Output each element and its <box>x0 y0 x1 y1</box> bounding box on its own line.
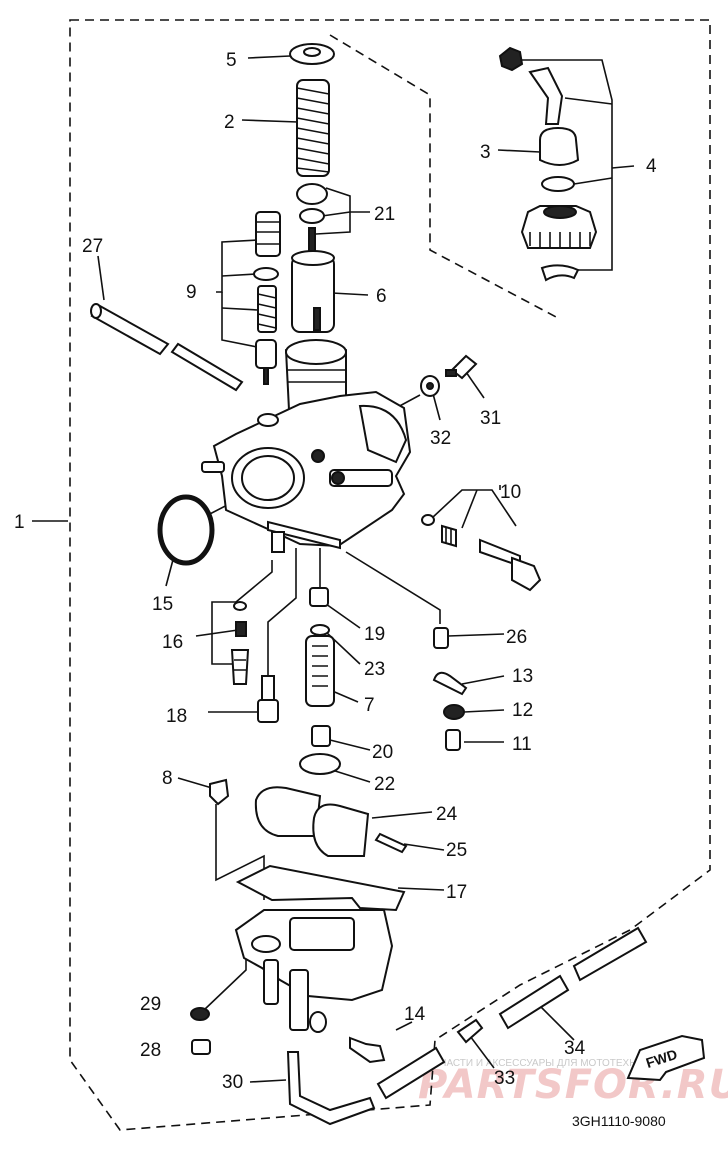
valve-seat-washer <box>443 704 465 720</box>
part-label-17: 17 <box>446 882 467 903</box>
adjust-screw <box>445 354 478 380</box>
drawing-code: 3GH1110-9080 <box>572 1113 666 1129</box>
part-label-12: 12 <box>512 700 533 721</box>
part-label-25: 25 <box>446 840 467 861</box>
float-bowl <box>234 909 394 1033</box>
float-valve <box>433 627 449 649</box>
o-ring <box>157 494 215 566</box>
assembly-boundary <box>69 19 711 1131</box>
drain-plug <box>191 1039 211 1055</box>
valve-clip <box>432 671 468 696</box>
part-label-14: 14 <box>404 1004 426 1025</box>
part-label-11: 11 <box>512 734 532 755</box>
pilot-air-screw <box>257 675 279 723</box>
part-label-22: 22 <box>374 774 395 795</box>
part-label-18: 18 <box>166 706 187 727</box>
top-cap-assembly <box>498 46 598 282</box>
part-label-19: 19 <box>364 624 385 645</box>
part-label-7: 7 <box>364 695 375 716</box>
part-label-21: 21 <box>374 204 395 225</box>
part-label-3: 3 <box>480 142 491 163</box>
float <box>254 786 370 857</box>
pilot-screw <box>421 514 542 592</box>
float-bowl-gasket <box>235 864 406 912</box>
part-label-33: 33 <box>494 1068 515 1089</box>
carburetor-body <box>201 339 412 553</box>
part-label-13: 13 <box>512 666 533 687</box>
part-label-34: 34 <box>564 1038 586 1059</box>
overflow-hose <box>376 926 648 1100</box>
throttle-valve <box>291 250 335 333</box>
drain-washer <box>190 1007 210 1021</box>
part-label-20: 20 <box>372 742 393 763</box>
part-label-30: 30 <box>222 1072 243 1093</box>
part-label-26: 26 <box>506 627 527 648</box>
part-label-5: 5 <box>226 50 237 71</box>
vent-pipe <box>90 303 244 392</box>
float-pin <box>374 832 408 854</box>
valve-seat-screw <box>445 729 461 751</box>
watermark-brand: PARTSFOR.RU <box>418 1062 728 1108</box>
starter-plunger <box>253 211 281 385</box>
main-jet-washer <box>299 753 341 775</box>
part-label-9: 9 <box>186 282 197 303</box>
part-label-32: 32 <box>430 428 451 449</box>
drain-valve-screw <box>349 1036 386 1064</box>
part-label-4: 4 <box>646 156 657 177</box>
part-label-27: 27 <box>82 236 103 257</box>
part-label-8: 8 <box>162 768 173 789</box>
main-jet <box>311 725 331 747</box>
throttle-spring <box>296 79 330 177</box>
needle-clip <box>296 183 328 205</box>
parts: FWD <box>90 43 706 1126</box>
drain-screw <box>209 778 230 806</box>
part-label-1: 1 <box>14 512 25 533</box>
part-label-31: 31 <box>480 408 501 429</box>
part-number-labels: 1 2 3 4 5 6 7 8 9 10 11 12 13 14 15 16 1… <box>14 50 657 1093</box>
watermark: ЗАПЧАСТИ И АКСЕССУАРЫ ДЛЯ МОТОТЕХНИКИ PA… <box>418 1058 728 1108</box>
part-label-10: 10 <box>500 482 521 503</box>
part-label-23: 23 <box>364 659 385 680</box>
part-label-2: 2 <box>224 112 235 133</box>
drain-hose <box>286 1051 376 1126</box>
fwd-arrow: FWD <box>626 1034 706 1082</box>
part-label-24: 24 <box>436 804 458 825</box>
part-label-28: 28 <box>140 1040 161 1061</box>
part-label-15: 15 <box>152 594 173 615</box>
pilot-jet <box>230 601 250 685</box>
hose-fitting <box>456 1018 484 1044</box>
part-label-16: 16 <box>162 632 183 653</box>
needle-jet <box>305 587 335 707</box>
watermark-tagline: ЗАПЧАСТИ И АКСЕССУАРЫ ДЛЯ МОТОТЕХНИКИ <box>420 1058 657 1069</box>
part-label-6: 6 <box>376 286 387 307</box>
part-label-29: 29 <box>140 994 161 1015</box>
